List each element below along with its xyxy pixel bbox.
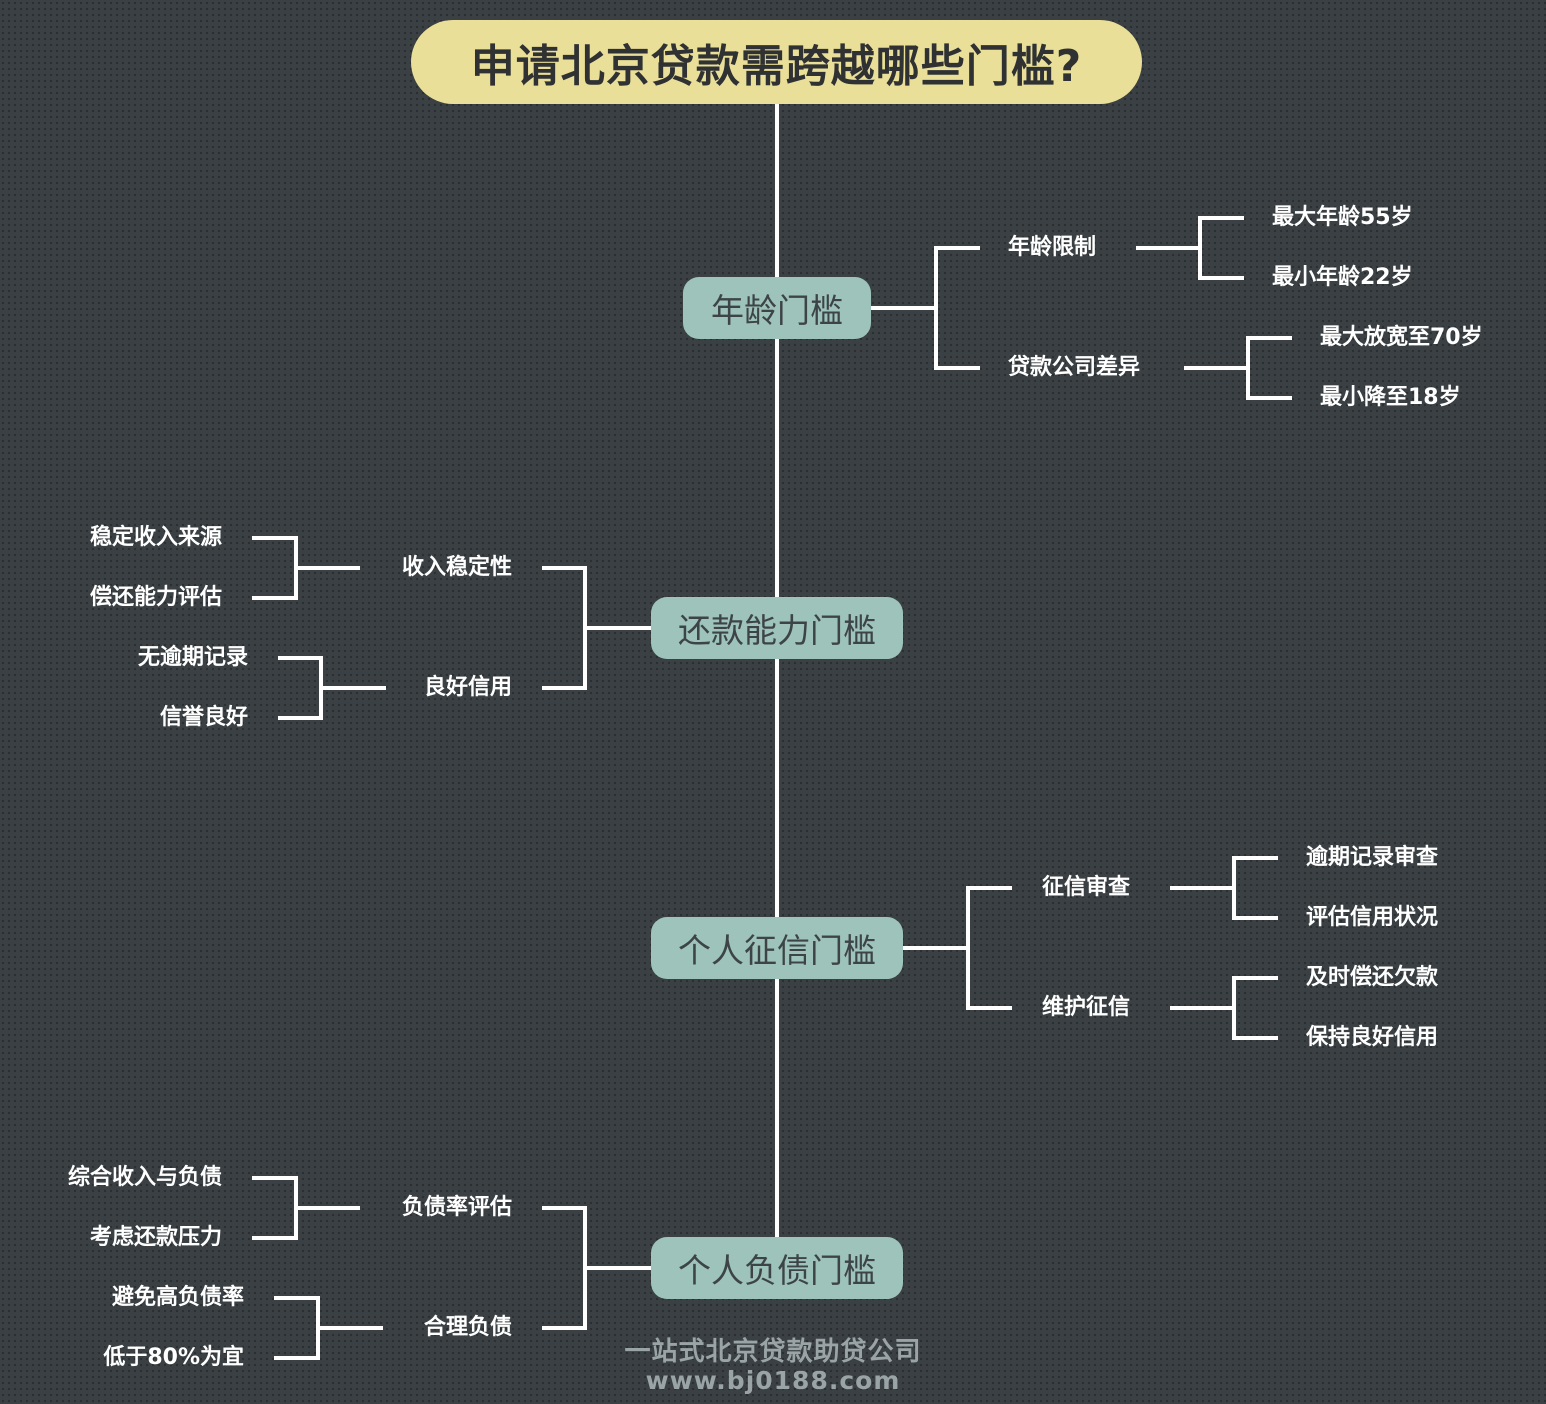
node-debt-threshold: 个人负债门槛 (651, 1237, 903, 1299)
leaf-stable-income: 稳定收入来源 (89, 525, 222, 550)
leaf-max-relaxed: 最大放宽至70岁 (1320, 325, 1483, 350)
leaf-income-and-debt: 综合收入与负债 (67, 1165, 222, 1190)
leaf-min-lowered: 最小降至18岁 (1320, 385, 1461, 410)
leaf-keep-good-credit: 保持良好信用 (1306, 1025, 1439, 1050)
subnode-good-credit: 良好信用 (423, 675, 512, 700)
leaf-below-80: 低于80%为宜 (103, 1345, 244, 1370)
leaf-max-age: 最大年龄55岁 (1272, 205, 1413, 230)
subnode-age-limit: 年龄限制 (1008, 235, 1097, 260)
leaf-timely-repayment: 及时偿还欠款 (1306, 965, 1439, 990)
subnode-credit-review: 征信审查 (1042, 875, 1131, 900)
leaf-credit-assessment: 评估信用状况 (1306, 905, 1439, 930)
subnode-lender-difference: 贷款公司差异 (1008, 355, 1141, 380)
watermark-url: www.bj0188.com (645, 1366, 901, 1395)
leaf-min-age: 最小年龄22岁 (1272, 265, 1413, 290)
leaf-no-overdue: 无逾期记录 (137, 645, 248, 670)
leaf-avoid-high-debt: 避免高负债率 (111, 1285, 244, 1310)
node-age-threshold: 年龄门槛 (683, 277, 871, 339)
leaf-repay-assessment: 偿还能力评估 (89, 585, 222, 610)
subnode-maintain-credit: 维护征信 (1042, 995, 1131, 1020)
diagram-title: 申请北京贷款需跨越哪些门槛? (411, 20, 1142, 104)
node-repayment-threshold: 还款能力门槛 (651, 597, 903, 659)
leaf-good-reputation: 信誉良好 (159, 705, 248, 730)
watermark-company: 一站式北京贷款助贷公司 (624, 1337, 922, 1367)
node-credit-threshold: 个人征信门槛 (651, 917, 903, 979)
subnode-income-stability: 收入稳定性 (401, 555, 512, 580)
subnode-reasonable-debt: 合理负债 (423, 1315, 512, 1340)
leaf-repay-pressure: 考虑还款压力 (89, 1225, 222, 1250)
subnode-debt-ratio: 负债率评估 (401, 1195, 512, 1220)
leaf-overdue-review: 逾期记录审查 (1306, 845, 1439, 870)
